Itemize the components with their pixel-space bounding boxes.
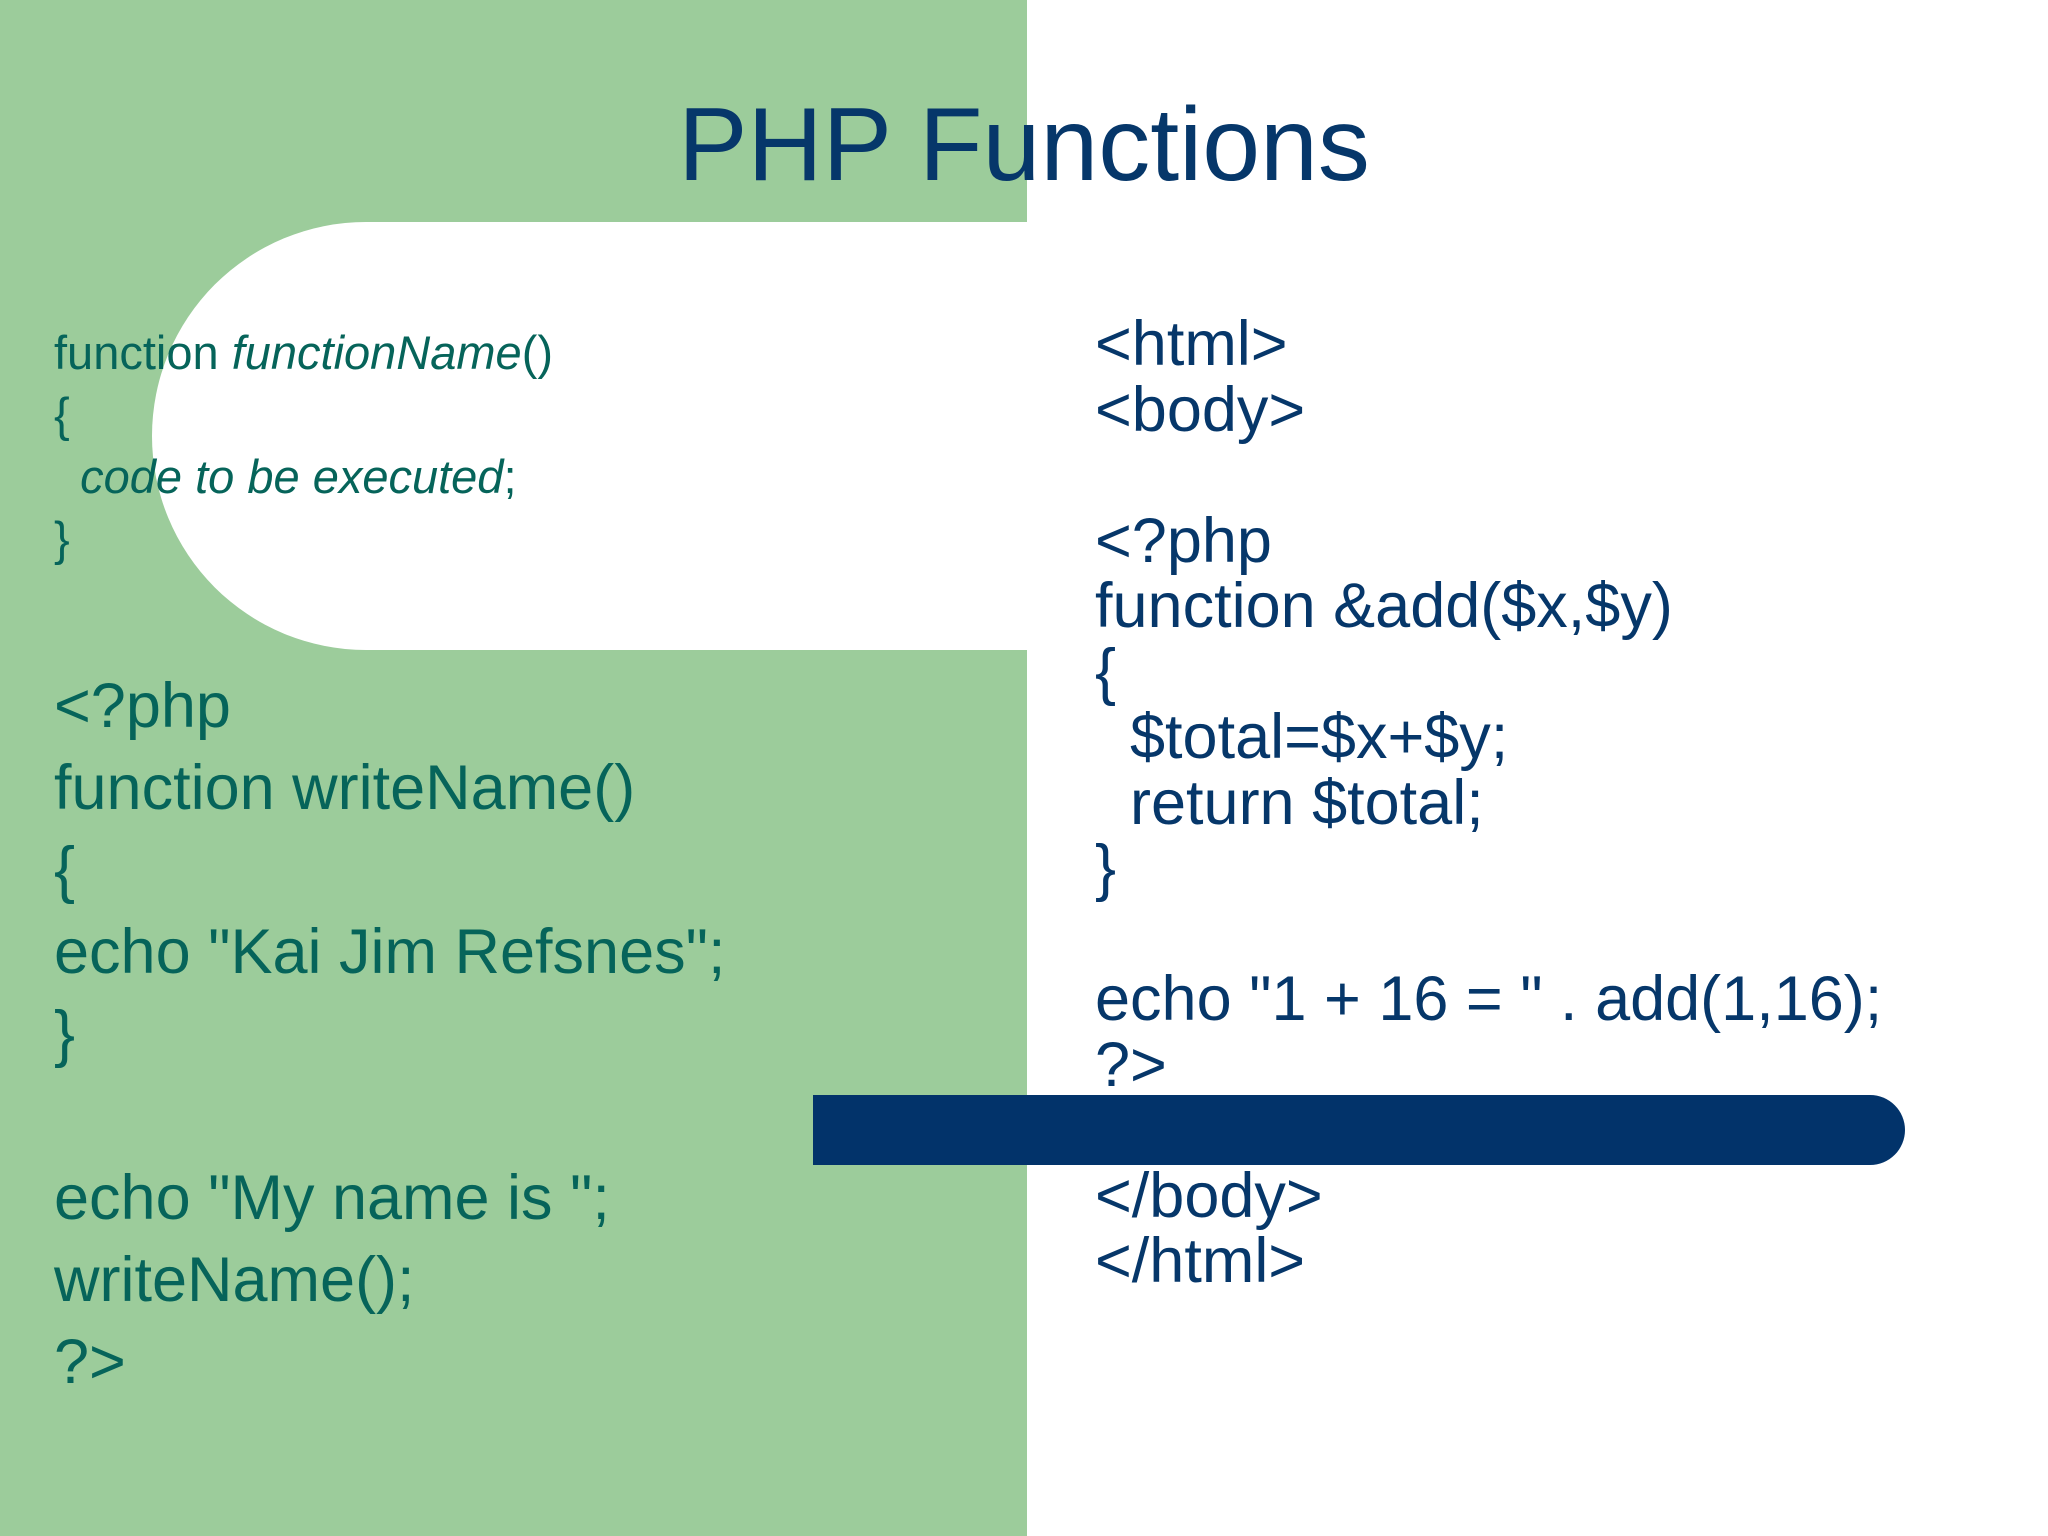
- syntax-indent: [54, 450, 80, 503]
- syntax-parens: (): [521, 326, 553, 379]
- syntax-close-brace: }: [54, 512, 70, 565]
- syntax-keyword: function: [54, 326, 232, 379]
- function-syntax-block: function functionName() { code to be exe…: [54, 322, 553, 570]
- white-rounded-banner: [152, 222, 1452, 650]
- syntax-function-name: functionName: [231, 326, 522, 379]
- slide-title: PHP Functions: [678, 87, 1370, 203]
- syntax-body-text: code to be executed: [80, 450, 504, 503]
- syntax-open-brace: {: [54, 388, 70, 441]
- navy-accent-bar: [813, 1095, 1905, 1165]
- add-function-example-code: <html> <body> <?php function &add($x,$y)…: [1095, 309, 1883, 1296]
- writename-example-code: <?php function writeName() { echo "Kai J…: [54, 671, 726, 1397]
- syntax-semicolon: ;: [503, 450, 517, 503]
